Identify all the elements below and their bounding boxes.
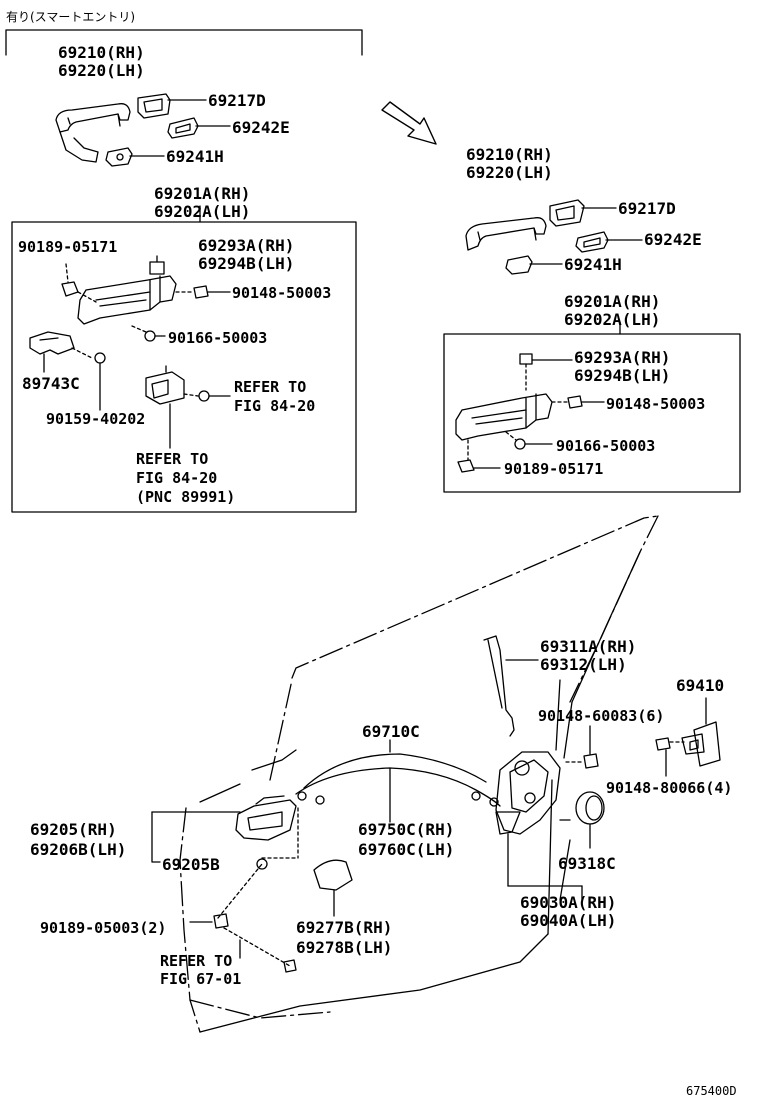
- handle-cap-69241h-right: [505, 255, 563, 275]
- handle-pad-69242e-right: [575, 231, 643, 253]
- frame-assembly-right: [455, 353, 605, 473]
- label-90148-60083: 90148-60083(6): [538, 707, 665, 725]
- label-69293a-right: 69293A(RH): [574, 348, 671, 367]
- figure-id: 675400D: [686, 1084, 737, 1098]
- label-69206b: 69206B(LH): [30, 840, 127, 859]
- label-69241h-left: 69241H: [166, 147, 224, 166]
- label-69201a-left: 69201A(RH): [154, 184, 251, 203]
- label-69312: 69312(LH): [540, 655, 627, 674]
- arrow-indicator: [381, 101, 437, 145]
- label-90148-50003-left: 90148-50003: [232, 284, 332, 302]
- label-90166-50003-right: 90166-50003: [556, 437, 656, 455]
- bezel-69277b: [313, 859, 353, 917]
- handle-cap-69217d-right: [549, 199, 617, 227]
- label-69311a: 69311A(RH): [540, 637, 637, 656]
- bracket-89743c: [29, 331, 106, 411]
- grommet-69318c: [575, 791, 605, 849]
- label-fig-67-01: FIG 67-01: [160, 970, 242, 988]
- label-69278b: 69278B(LH): [296, 938, 393, 957]
- label-69318c: 69318C: [558, 854, 616, 873]
- section-bracket-left: [5, 29, 363, 56]
- label-69277b: 69277B(RH): [296, 918, 393, 937]
- label-69201a-right: 69201A(RH): [564, 292, 661, 311]
- handle-pad-69242e-left: [167, 117, 231, 139]
- label-69760c: 69760C(LH): [358, 840, 455, 859]
- label-69241h-right: 69241H: [564, 255, 622, 274]
- section-box-right: [443, 321, 741, 493]
- label-69205: 69205(RH): [30, 820, 117, 839]
- label-90189-05003: 90189-05003(2): [40, 919, 167, 937]
- lock-rod-69311a: [483, 635, 539, 737]
- striker-69410: [655, 697, 721, 777]
- label-69294b-left: 69294B(LH): [198, 254, 295, 273]
- label-69750c: 69750C(RH): [358, 820, 455, 839]
- label-69293a-left: 69293A(RH): [198, 236, 295, 255]
- frame-assembly-left: [61, 255, 231, 342]
- label-69220-left: 69220(LH): [58, 61, 145, 80]
- label-69210-left: 69210(RH): [58, 43, 145, 62]
- label-69202a-right: 69202A(LH): [564, 310, 661, 329]
- label-69202a-left: 69202A(LH): [154, 202, 251, 221]
- label-69217d-right: 69217D: [618, 199, 676, 218]
- label-69030a: 69030A(RH): [520, 893, 617, 912]
- label-pnc-89991: (PNC 89991): [136, 488, 236, 506]
- label-69205b: 69205B: [162, 855, 220, 874]
- handle-cap-69217d-left: [137, 93, 207, 119]
- label-90148-50003-right: 90148-50003: [606, 395, 706, 413]
- label-90189-05171-left: 90189-05171: [18, 238, 118, 256]
- label-fig-84-20-a: FIG 84-20: [234, 397, 316, 415]
- label-refer-to-b: REFER TO: [136, 450, 209, 468]
- label-90166-50003-left: 90166-50003: [168, 329, 268, 347]
- label-90189-05171-right: 90189-05171: [504, 460, 604, 478]
- label-69242e-left: 69242E: [232, 118, 290, 137]
- label-69210-right: 69210(RH): [466, 145, 553, 164]
- door-outline: [179, 515, 659, 1033]
- handle-cap-69241h-left: [105, 147, 165, 167]
- inside-handle-69205: [151, 795, 299, 919]
- label-69040a: 69040A(LH): [520, 911, 617, 930]
- label-refer-to-a: REFER TO: [234, 378, 307, 396]
- label-69242e-right: 69242E: [644, 230, 702, 249]
- label-89743c: 89743C: [22, 374, 80, 393]
- section-box-left: [11, 205, 357, 513]
- screw-90148-60083: [565, 725, 599, 769]
- outside-handle-right: [465, 217, 547, 251]
- cable-69750c: [295, 753, 501, 823]
- label-69220-right: 69220(LH): [466, 163, 553, 182]
- label-69410: 69410: [676, 676, 725, 695]
- label-69217d-left: 69217D: [208, 91, 266, 110]
- label-69294b-right: 69294B(LH): [574, 366, 671, 385]
- door-lock-69030a: [495, 751, 583, 901]
- label-refer-to-c: REFER TO: [160, 952, 233, 970]
- outside-handle-left: [55, 103, 131, 163]
- screw-90189-05003: [189, 913, 297, 973]
- label-69710c: 69710C: [362, 722, 420, 741]
- label-fig-84-20-b: FIG 84-20: [136, 469, 218, 487]
- sensor-module-left: [145, 365, 231, 449]
- header-note: 有り(スマートエントリ): [6, 10, 136, 24]
- leader-lines: [389, 679, 573, 821]
- label-90148-80066: 90148-80066(4): [606, 779, 733, 797]
- label-90159-40202: 90159-40202: [46, 410, 146, 428]
